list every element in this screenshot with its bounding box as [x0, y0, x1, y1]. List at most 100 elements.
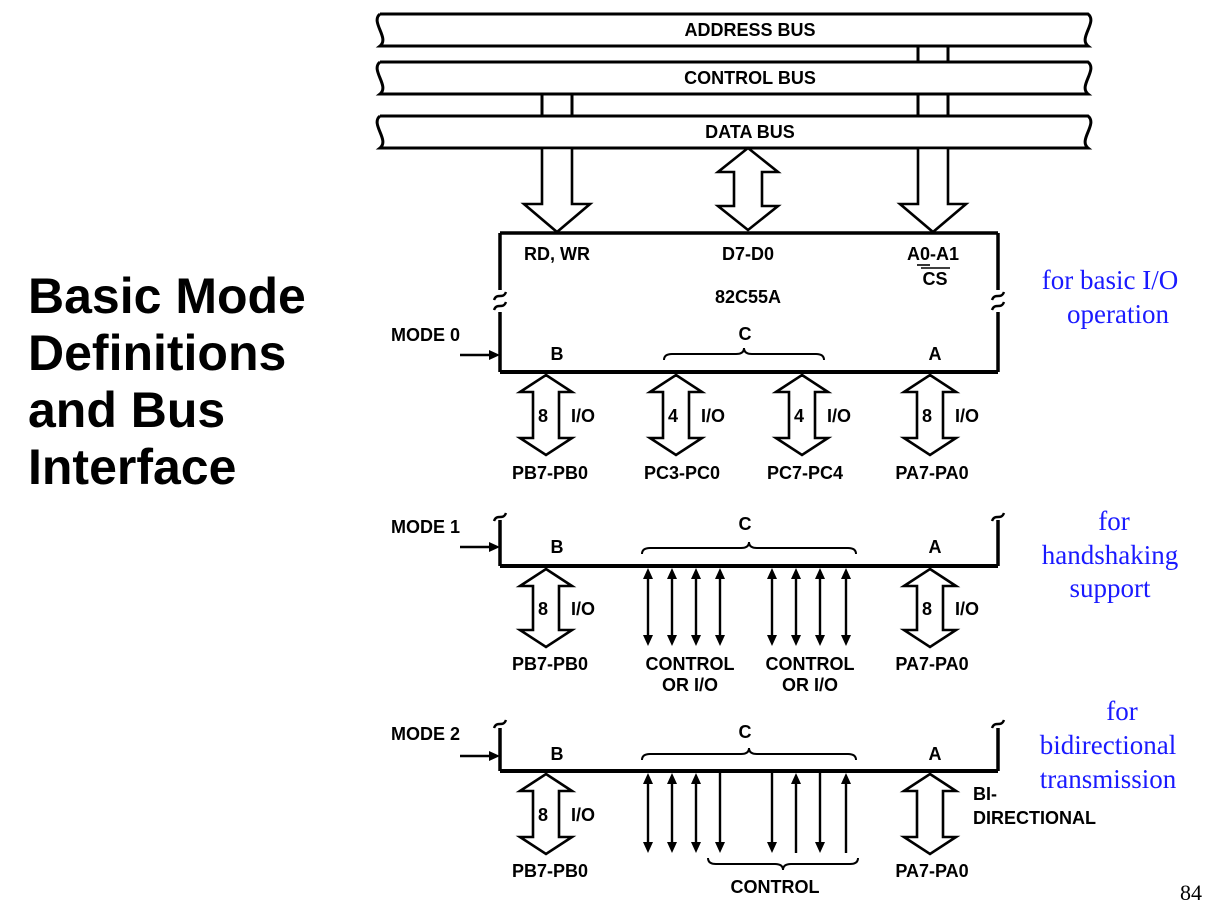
- mode0-pc-hi-arrow-io: I/O: [827, 406, 851, 426]
- mode2-line-7-head-up: [841, 773, 851, 784]
- mode2-label: MODE 2: [391, 724, 460, 744]
- mode0-note-line: for basic I/O: [1042, 265, 1178, 295]
- mode1-control-line-4-head-up: [767, 568, 777, 579]
- title-line: and Bus: [28, 382, 226, 438]
- mode0-pb-arrow-width: 8: [538, 406, 548, 426]
- title-line: Interface: [28, 439, 237, 495]
- mode2-line-3-head-down: [715, 842, 725, 853]
- mode1-pb-arrow-width: 8: [538, 599, 548, 619]
- mode1-note-line: support: [1070, 573, 1151, 603]
- mode0-pin-pc-lo: PC3-PC0: [644, 463, 720, 483]
- mode1-control-line-2-head-up: [691, 568, 701, 579]
- mode1-control-line-3-head-up: [715, 568, 725, 579]
- mode2-pa-arrow: [899, 772, 961, 856]
- page-number: 84: [1180, 880, 1202, 905]
- rd-wr-label: RD, WR: [524, 244, 590, 264]
- mode1-note-line: handshaking: [1042, 540, 1178, 570]
- mode1-port-b: B: [551, 537, 564, 557]
- mode1-control-line-6-head-down: [815, 635, 825, 646]
- control-bus: [375, 60, 1093, 96]
- mode1-control-line-7-head-down: [841, 635, 851, 646]
- address-bus-label: ADDRESS BUS: [684, 20, 815, 40]
- chip-left-tilde-b: [492, 301, 508, 311]
- mode2-line-1-head-up: [667, 773, 677, 784]
- d7-d0-label: D7-D0: [722, 244, 774, 264]
- mode2-line-0-head-up: [643, 773, 653, 784]
- mode0-pa-arrow: [899, 373, 961, 457]
- mode2-line-6-head-down: [815, 842, 825, 853]
- mode2-pointer-head: [489, 751, 500, 761]
- mode1-c-brace: [641, 541, 857, 555]
- mode2-control-label: CONTROL: [731, 877, 820, 897]
- mode1-pin-pa: PA7-PA0: [895, 654, 968, 674]
- mode2-pb-arrow-width: 8: [538, 805, 548, 825]
- mode1-left-tilde: [492, 512, 508, 522]
- slide-title: Basic Mode Definitions and Bus Interface: [28, 268, 358, 496]
- mode2-left-tilde: [492, 719, 508, 729]
- mode2-control-brace: [707, 857, 859, 871]
- mode0-pc-lo-arrow-io: I/O: [701, 406, 725, 426]
- mode1-control-line-5-head-down: [791, 635, 801, 646]
- rd-wr-arrow: [520, 146, 594, 234]
- mode1-pin-control-hi: CONTROL: [766, 654, 855, 674]
- mode0-pin-pa: PA7-PA0: [895, 463, 968, 483]
- mode1-sub-hi: OR I/O: [782, 675, 838, 695]
- mode2-note-line: transmission: [1040, 764, 1177, 794]
- mode1-pointer-head: [489, 542, 500, 552]
- mode2-port-b: B: [551, 744, 564, 764]
- mode2-note-line: for: [1106, 696, 1137, 726]
- mode2-pb-arrow-io: I/O: [571, 805, 595, 825]
- mode0-pb-arrow: [515, 373, 577, 457]
- chip-left-tilde-a: [492, 291, 508, 301]
- mode2-line-5-head-up: [791, 773, 801, 784]
- mode0-pin-pc-hi: PC7-PC4: [767, 463, 843, 483]
- chip-right-tilde-b: [990, 301, 1006, 311]
- mode1-port-a: A: [929, 537, 942, 557]
- title-line: Basic Mode: [28, 268, 306, 324]
- title-line: Definitions: [28, 325, 287, 381]
- mode0-pa-arrow-io: I/O: [955, 406, 979, 426]
- mode2-line-4-head-down: [767, 842, 777, 853]
- mode0-port-a: A: [929, 344, 942, 364]
- mode0-pa-arrow-width: 8: [922, 406, 932, 426]
- mode1-pa-arrow-width: 8: [922, 599, 932, 619]
- mode1-control-line-0-head-down: [643, 635, 653, 646]
- mode1-pa-arrow-io: I/O: [955, 599, 979, 619]
- mode2-note-line: bidirectional: [1040, 730, 1176, 760]
- mode2-bi-line: BI-: [973, 784, 997, 804]
- mode1-pb-arrow: [515, 567, 577, 649]
- mode1-pb-arrow-io: I/O: [571, 599, 595, 619]
- mode2-line-1-head-down: [667, 842, 677, 853]
- mode0-pc-lo-arrow: [645, 373, 707, 457]
- data-bus-label: DATA BUS: [705, 122, 795, 142]
- mode2-line-2-head-up: [691, 773, 701, 784]
- data-bus: [375, 114, 1093, 150]
- mode1-control-line-1-head-up: [667, 568, 677, 579]
- data-arrow: [714, 146, 782, 232]
- mode1-control-line-7-head-up: [841, 568, 851, 579]
- address-bus: [375, 12, 1093, 48]
- mode2-port-c: C: [739, 722, 752, 742]
- address-arrow: [896, 146, 970, 234]
- mode0-pc-hi-arrow: [771, 373, 833, 457]
- mode1-label: MODE 1: [391, 517, 460, 537]
- chip-right-tilde-a: [990, 291, 1006, 301]
- mode0-port-c: C: [739, 324, 752, 344]
- mode1-pa-arrow: [899, 567, 961, 649]
- mode0-note-line: operation: [1067, 299, 1169, 329]
- mode0-pb-arrow-io: I/O: [571, 406, 595, 426]
- mode1-right-tilde: [990, 512, 1006, 522]
- mode1-pin-pb: PB7-PB0: [512, 654, 588, 674]
- mode2-pb-arrow: [515, 772, 577, 856]
- a0-a1-label: A0-A1: [907, 244, 959, 264]
- mode0-pointer-head: [489, 350, 500, 360]
- mode0-label: MODE 0: [391, 325, 460, 345]
- mode1-control-line-2-head-down: [691, 635, 701, 646]
- mode1-sub-lo: OR I/O: [662, 675, 718, 695]
- mode1-control-line-6-head-up: [815, 568, 825, 579]
- cs-label: CS: [922, 269, 947, 289]
- mode2-pin-pb: PB7-PB0: [512, 861, 588, 881]
- chip-name: 82C55A: [715, 287, 781, 307]
